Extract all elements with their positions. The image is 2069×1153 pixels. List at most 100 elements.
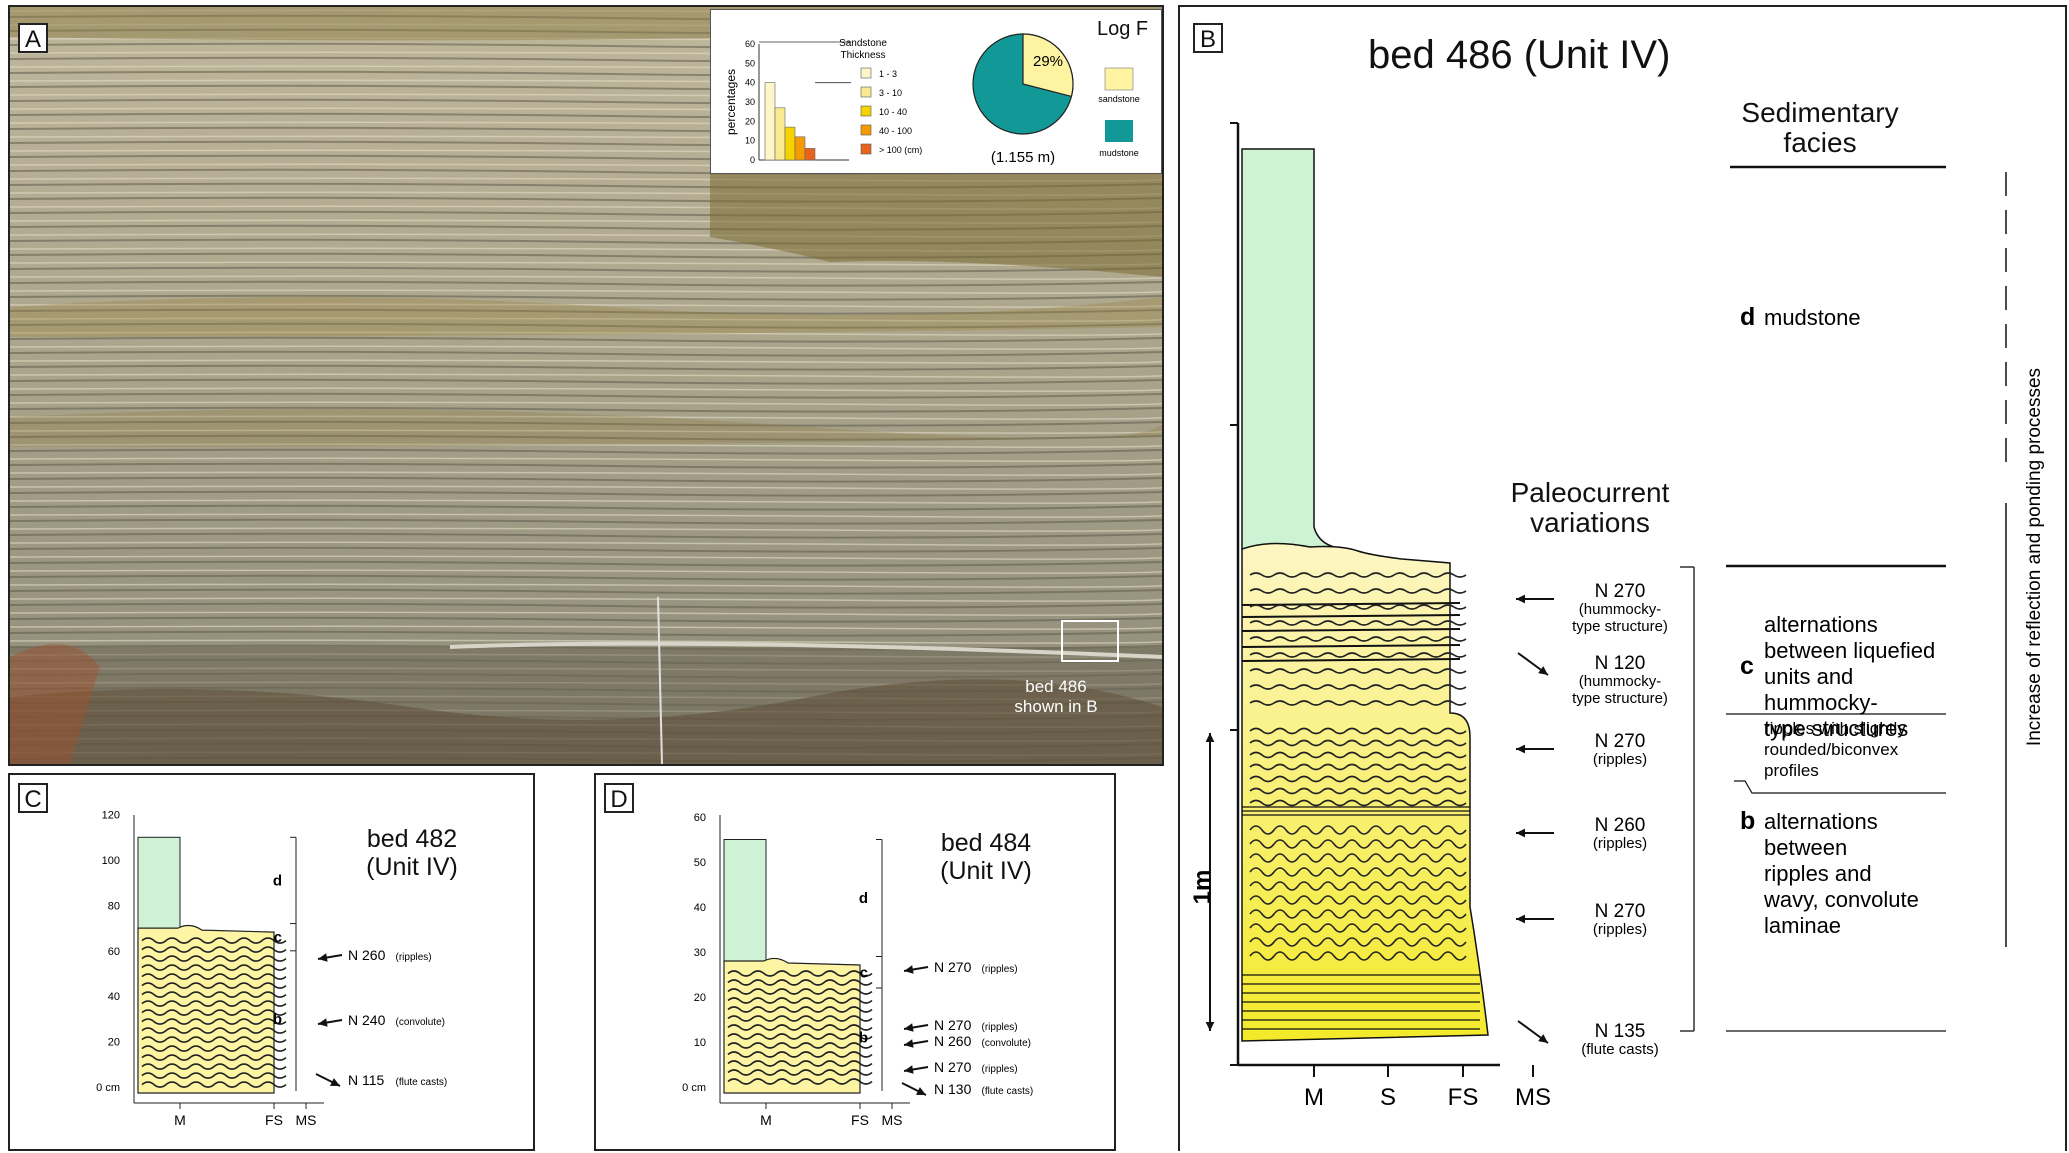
b-paleo-note: type structure) [1572, 690, 1668, 707]
b-facies-text: ripples and [1764, 861, 1872, 886]
b-facies-text: units and [1764, 664, 1853, 689]
bed-482-paleo-azimuth: N 260 [348, 947, 386, 963]
bed-482-y-tick: 80 [108, 900, 120, 912]
b-paleo-arrow [1517, 652, 1549, 676]
b-x-label: FS [1448, 1084, 1479, 1111]
arrow-head [904, 1039, 914, 1048]
bed-482-paleo-azimuth: N 115 [348, 1072, 385, 1088]
lamina [141, 991, 287, 998]
lamina [1249, 668, 1467, 674]
bed-484-facies-letter: b [859, 1030, 868, 1047]
bed-482-paleo-note: (convolute) [396, 1017, 445, 1028]
lamina [1249, 839, 1467, 849]
bed-484-paleo-note: (ripples) [982, 964, 1018, 975]
arrow-head [1205, 733, 1215, 743]
b-convolute-laminae [1249, 825, 1467, 961]
bed-484-paleo-note: (ripples) [982, 1022, 1018, 1033]
bed-484-paleo-azimuth: N 270 [934, 1017, 972, 1033]
hist-bar [774, 107, 786, 161]
lamina [1249, 727, 1467, 735]
b-paleo-note: (ripples) [1593, 751, 1647, 768]
legend-title-line2: Thickness [840, 50, 885, 61]
b-paleo-note: (ripples) [1593, 921, 1647, 938]
bed-482-facies-letter: b [273, 1011, 282, 1028]
arrow-head [1538, 666, 1548, 675]
bed-482-paleo-note: (ripples) [396, 952, 432, 963]
pie-sandstone-pct: 29% [1033, 53, 1063, 70]
legend-class-label: 40 - 100 [879, 126, 912, 136]
lamina [1249, 937, 1467, 947]
lamina [1249, 652, 1467, 658]
bed-484-mudstone [723, 839, 767, 962]
lamina [141, 1045, 287, 1052]
mudstone-swatch [1105, 120, 1133, 142]
legend-class-label: 10 - 40 [879, 107, 907, 117]
b-paleo-note: (hummocky- [1579, 673, 1662, 690]
lamina [1249, 588, 1467, 594]
b-facies-text: mudstone [1764, 305, 1861, 330]
bed-482-x-label: FS [265, 1112, 283, 1128]
arrow-head [318, 1018, 328, 1027]
lamina [727, 1033, 873, 1040]
log-f-title: Log F [1097, 18, 1149, 40]
bed-482-y-tick: 0 cm [96, 1082, 120, 1094]
lamina [1249, 636, 1467, 642]
bed-482-x-label: M [174, 1112, 186, 1128]
lamina [141, 1009, 287, 1016]
lamina [1249, 604, 1467, 610]
b-x-label: MS [1515, 1084, 1551, 1111]
log-f-inset-graphics: 0102030405060percentagesSandstoneThickne… [724, 33, 1140, 166]
lamina [727, 997, 873, 1004]
bed-484-laminae [727, 970, 873, 1085]
lamina [727, 970, 873, 977]
hist-y-label: percentages [724, 69, 738, 135]
bed-484-facies-letter: c [860, 964, 868, 981]
b-paleo-note: (flute casts) [1581, 1041, 1659, 1058]
bed-484-paleo-arrow [901, 1082, 927, 1096]
bed-486-location-box [1061, 620, 1119, 662]
b-paleo-arrow [1517, 1020, 1549, 1044]
hist-tick-label: 40 [745, 78, 755, 88]
bed-484-paleo-note: (convolute) [982, 1038, 1031, 1049]
b-paleo-azimuth: N 135 [1595, 1021, 1646, 1042]
lamina [727, 1006, 873, 1013]
lamina [727, 1051, 873, 1058]
bed-484-y-tick: 40 [694, 902, 706, 914]
lamina [727, 1042, 873, 1049]
lamina [1249, 763, 1467, 771]
bed-482-facies-letter: d [273, 872, 282, 889]
lamina [1249, 775, 1467, 783]
b-facies-text: profiles [1764, 761, 1819, 780]
b-hummocky-lamina [1241, 628, 1461, 632]
b-paleo-note: (ripples) [1593, 835, 1647, 852]
panel-b-label: B [1193, 23, 1223, 53]
hist-tick-label: 30 [745, 97, 755, 107]
lamina [141, 1054, 287, 1061]
pie-total: (1.155 m) [991, 149, 1055, 166]
hist-tick-label: 0 [750, 155, 755, 165]
bed-484-facies-letter: d [859, 890, 868, 907]
facies-header-line2: facies [1783, 127, 1857, 158]
lamina [1249, 700, 1467, 706]
bed-484-x-label: FS [851, 1112, 869, 1128]
b-hummocky-lamina [1241, 658, 1461, 662]
bed-482-title-line2: (Unit IV) [366, 853, 458, 881]
b-facies-text: hummocky- [1764, 690, 1878, 715]
hist-bar [804, 148, 816, 161]
lamina [141, 964, 287, 971]
bed-482-paleo-azimuth: N 240 [348, 1012, 386, 1028]
lamina [1249, 867, 1467, 877]
b-facies-text: ripples with slightly [1764, 719, 1906, 738]
sandstone-legend-label: sandstone [1098, 94, 1140, 104]
lamina [1249, 923, 1467, 933]
b-facies-text: rounded/biconvex [1764, 740, 1899, 759]
arrow-head [1516, 828, 1526, 838]
bed-484-y-tick: 10 [694, 1037, 706, 1049]
legend-swatch [860, 86, 872, 98]
bed-484-title-line1: bed 484 [940, 829, 1032, 857]
bed-484-sandstone [723, 957, 861, 1094]
bed-484-paleo-arrow [903, 1065, 929, 1074]
b-facies-text: laminae [1764, 913, 1841, 938]
